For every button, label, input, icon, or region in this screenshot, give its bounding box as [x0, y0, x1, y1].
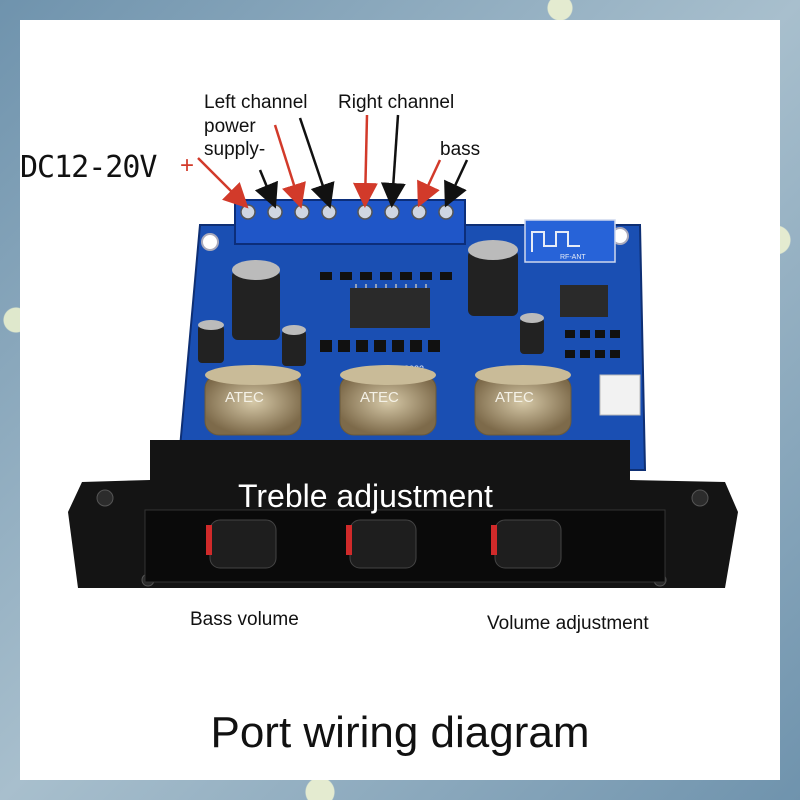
- bracket-hole-left: [96, 489, 114, 507]
- white-connector: [599, 374, 641, 416]
- bass-terminal-label: bass: [440, 139, 481, 160]
- capacitor-right: [468, 240, 518, 316]
- capacitor-left: [232, 260, 280, 340]
- bracket-hole-right: [691, 489, 709, 507]
- power-voltage-label: DC12-20V: [20, 150, 157, 185]
- arrow-right-plus: [352, 114, 378, 208]
- arrow-left-minus: [298, 117, 335, 209]
- pot-brand: ATEC: [495, 389, 534, 406]
- knob-volume: [491, 519, 562, 569]
- power-supply-label-1: power: [204, 116, 256, 137]
- diagram-panel: RF-ANT: [20, 20, 780, 780]
- right-channel-label: Right channel: [338, 92, 455, 113]
- antenna-label: RF-ANT: [560, 254, 586, 261]
- terminal-screw: [357, 204, 373, 220]
- plus-sign-label: +: [180, 152, 195, 179]
- capacitor-small-left: [198, 320, 306, 366]
- terminal-screw: [438, 204, 454, 220]
- knob-bass-volume: [206, 519, 277, 569]
- arrow-power-plus: [197, 157, 249, 209]
- terminal-screw: [411, 204, 427, 220]
- arrow-power-minus: [254, 169, 278, 209]
- arrow-bass-minus: [444, 159, 469, 208]
- pot-brand: ATEC: [225, 389, 264, 406]
- potentiometer-right: ATEC: [474, 365, 572, 436]
- terminal-screw: [321, 204, 337, 220]
- potentiometer-middle: ATEC: [339, 365, 437, 436]
- treble-adjustment-label: Treble adjustment: [238, 478, 493, 514]
- power-supply-label-2: supply-: [204, 139, 266, 160]
- potentiometer-left: ATEC: [204, 365, 302, 436]
- left-channel-label: Left channel: [204, 92, 308, 113]
- bass-volume-label: Bass volume: [190, 609, 299, 630]
- arrow-right-minus: [380, 114, 406, 208]
- knob-treble: [346, 519, 417, 569]
- board-illustration: RF-ANT: [68, 114, 738, 588]
- diagram-title: Port wiring diagram: [210, 708, 590, 757]
- bluetooth-chip: [560, 285, 608, 317]
- terminal-screw: [240, 204, 256, 220]
- terminal-screw: [294, 204, 310, 220]
- terminal-screw: [267, 204, 283, 220]
- pot-brand: ATEC: [360, 389, 399, 406]
- arrow-left-plus: [273, 124, 306, 209]
- arrow-bass-plus: [417, 159, 442, 208]
- mount-hole-tl: [201, 233, 219, 251]
- volume-adjustment-label: Volume adjustment: [487, 613, 649, 634]
- antenna-module: [524, 219, 616, 263]
- amplifier-chip: [350, 288, 430, 328]
- terminal-screw: [384, 204, 400, 220]
- capacitor-small-right: [520, 313, 544, 354]
